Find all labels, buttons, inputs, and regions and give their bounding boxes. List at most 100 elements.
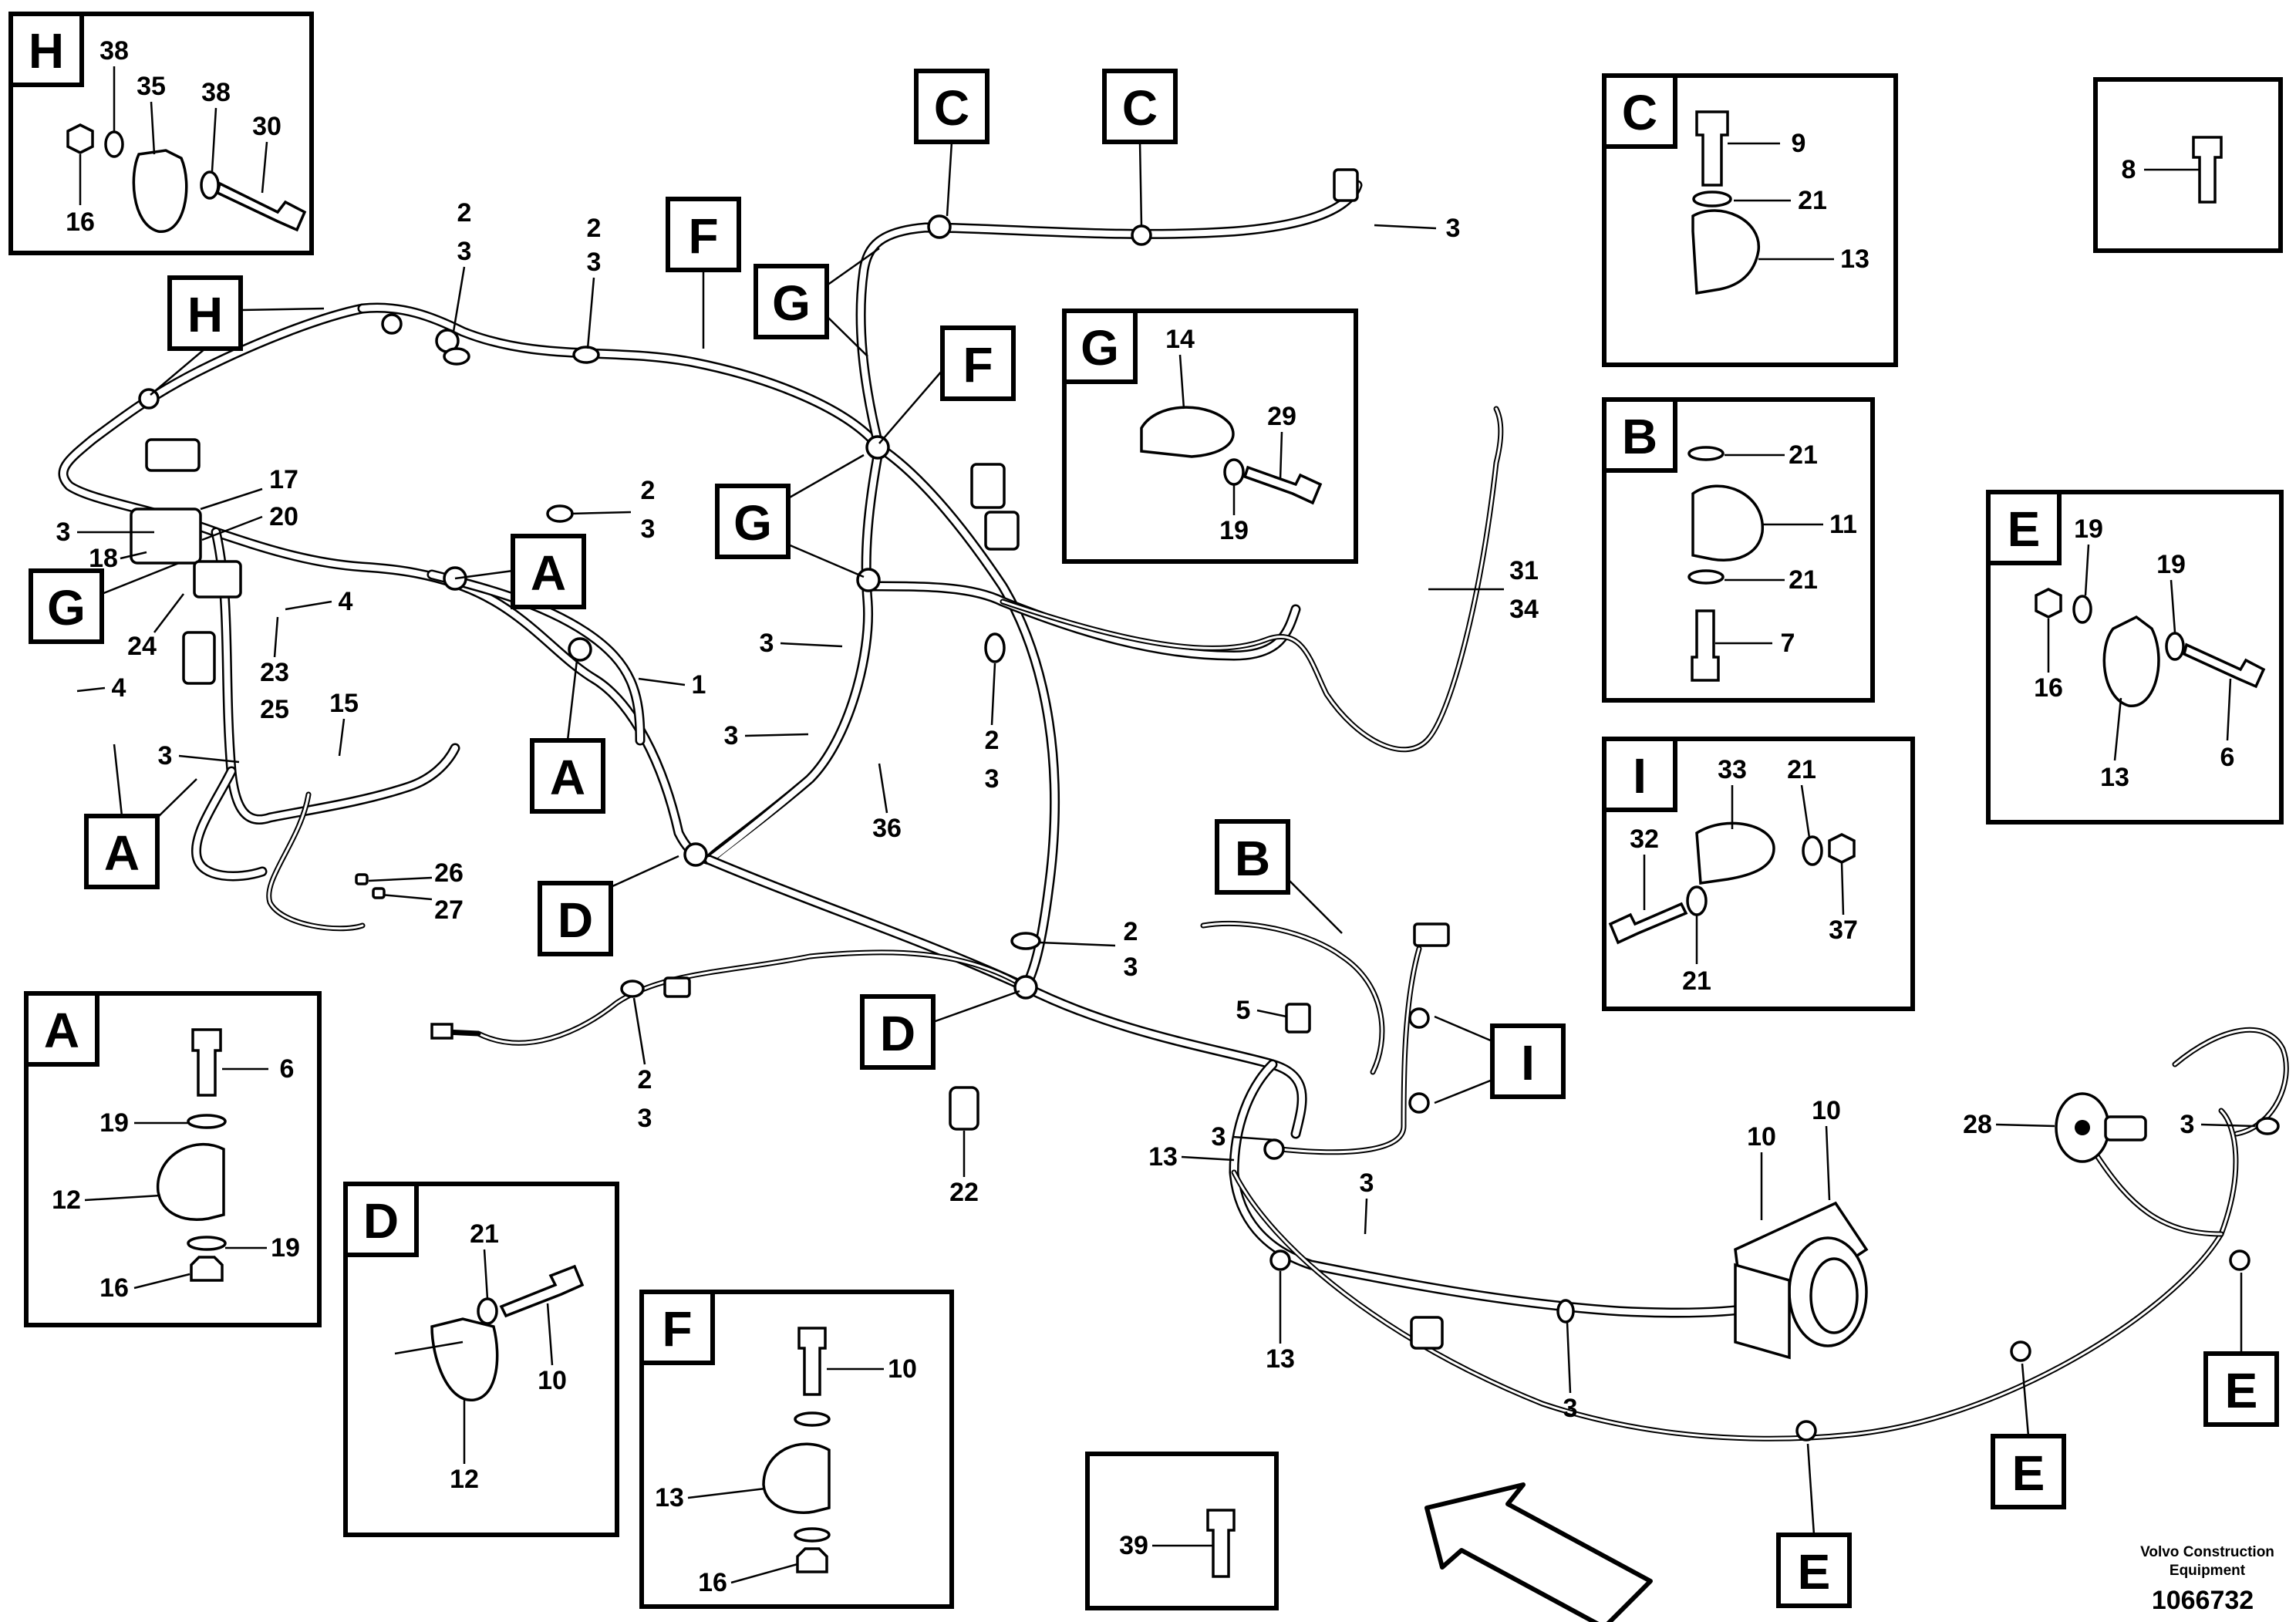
washer-icon bbox=[187, 1236, 227, 1251]
cable-tie-icon bbox=[984, 632, 1006, 663]
view-tag-a: A bbox=[104, 825, 140, 881]
callout-22: 22 bbox=[949, 1178, 979, 1207]
callout-2: 2 bbox=[457, 198, 472, 228]
callout-10: 10 bbox=[538, 1366, 567, 1395]
view-tag-g: G bbox=[772, 275, 811, 331]
detail-box-a: A 6 19 12 19 16 bbox=[24, 991, 322, 1327]
cable-tie-icon bbox=[572, 346, 600, 364]
washer-icon bbox=[1223, 458, 1245, 486]
document-number: 1066732 bbox=[2152, 1586, 2254, 1615]
callout-23: 23 bbox=[260, 658, 289, 687]
temperature-sensor-icon bbox=[430, 1023, 453, 1040]
bolt-icon bbox=[797, 1327, 827, 1396]
callout-11: 11 bbox=[1829, 510, 1857, 539]
callout-39: 39 bbox=[1119, 1531, 1148, 1560]
callout-33: 33 bbox=[1718, 755, 1747, 784]
callout-3: 3 bbox=[158, 741, 173, 771]
washer-icon bbox=[1687, 446, 1725, 461]
brand-line-2: Equipment bbox=[2170, 1563, 2246, 1579]
washer-icon bbox=[794, 1411, 831, 1427]
callout-3: 3 bbox=[457, 237, 472, 266]
callout-13: 13 bbox=[1840, 244, 1870, 274]
cable-tie-icon bbox=[620, 980, 645, 998]
callout-21: 21 bbox=[1798, 186, 1827, 215]
callout-34: 34 bbox=[1509, 595, 1539, 624]
callout-10: 10 bbox=[1812, 1096, 1841, 1125]
washer-icon bbox=[104, 130, 124, 158]
main-callouts: 2 3 2 3 17 20 3 18 2 3 4 24 23 25 4 15 3… bbox=[56, 198, 2256, 1423]
p-clip-icon bbox=[568, 637, 592, 662]
washer-icon bbox=[200, 170, 220, 200]
cable-tie-icon bbox=[1556, 1299, 1575, 1324]
p-clip-icon bbox=[1795, 1420, 1817, 1442]
cable-tie-icon bbox=[2255, 1117, 2280, 1135]
callout-10: 10 bbox=[888, 1354, 917, 1384]
callout-13: 13 bbox=[1148, 1142, 1178, 1172]
detail-box-i: I 33 21 32 37 21 bbox=[1602, 737, 1915, 1011]
cable-tie-icon bbox=[443, 347, 470, 366]
callout-9: 9 bbox=[1792, 129, 1806, 158]
view-tag-d: D bbox=[880, 1006, 915, 1061]
connector-icon bbox=[1410, 1316, 1444, 1350]
callout-14: 14 bbox=[1165, 325, 1195, 354]
p-clip-icon bbox=[1013, 975, 1038, 1000]
switch-icon bbox=[2055, 1092, 2147, 1163]
view-tag-e: E bbox=[1798, 1544, 1831, 1600]
brand-line-1: Volvo Construction bbox=[2140, 1544, 2274, 1560]
washer-icon bbox=[1802, 835, 1823, 866]
bolt-icon bbox=[1206, 1509, 1236, 1578]
connector-icon bbox=[663, 976, 691, 998]
washer-icon bbox=[1687, 569, 1725, 585]
bolt-icon bbox=[1242, 465, 1323, 505]
detail-box-a-letter: A bbox=[44, 1003, 79, 1058]
callout-37: 37 bbox=[1829, 916, 1858, 945]
bolt-icon bbox=[215, 181, 307, 232]
p-clip-icon bbox=[1408, 1092, 1430, 1114]
clamp-icon bbox=[157, 1142, 225, 1221]
clamp-icon bbox=[2102, 615, 2160, 707]
callout-2: 2 bbox=[641, 476, 656, 505]
callout-3: 3 bbox=[1446, 214, 1461, 243]
callout-27: 27 bbox=[434, 895, 464, 925]
detail-box-d-letter: D bbox=[363, 1193, 399, 1249]
callout-4: 4 bbox=[112, 673, 126, 703]
callout-35: 35 bbox=[137, 72, 166, 101]
view-tag-e: E bbox=[2225, 1363, 2258, 1418]
callout-31: 31 bbox=[1509, 556, 1539, 585]
bolt-icon bbox=[1608, 902, 1688, 945]
horn-icon bbox=[1734, 1201, 1869, 1360]
washer-icon bbox=[794, 1527, 831, 1543]
washer-icon bbox=[477, 1297, 498, 1325]
connector-icon bbox=[1333, 168, 1359, 202]
callout-4: 4 bbox=[339, 587, 353, 616]
cable-tie-icon bbox=[546, 504, 574, 523]
detail-box-bolt39: 39 bbox=[1085, 1452, 1279, 1610]
p-clip-icon bbox=[683, 842, 708, 867]
washer-icon bbox=[1686, 885, 1708, 916]
callout-15: 15 bbox=[329, 689, 359, 718]
callout-10: 10 bbox=[1747, 1122, 1776, 1152]
callout-3: 3 bbox=[2180, 1110, 2195, 1139]
screw-icon bbox=[372, 887, 386, 899]
callout-16: 16 bbox=[2034, 673, 2063, 703]
detail-box-c-letter: C bbox=[1622, 85, 1657, 140]
clamp-icon bbox=[1140, 406, 1235, 458]
view-tag-b: B bbox=[1235, 831, 1270, 886]
callout-21: 21 bbox=[470, 1219, 499, 1249]
p-clip-icon bbox=[2229, 1249, 2250, 1271]
clamp-icon bbox=[1691, 484, 1764, 561]
callout-12: 12 bbox=[52, 1185, 81, 1215]
detail-box-h: H 38 35 38 30 16 bbox=[8, 12, 314, 255]
view-tags: H G A A A D C C F F G G bbox=[29, 69, 2279, 1608]
callout-3: 3 bbox=[1124, 953, 1138, 982]
wiring-harness bbox=[58, 180, 2289, 1442]
callout-3: 3 bbox=[587, 248, 602, 277]
callout-3: 3 bbox=[724, 721, 739, 750]
callout-16: 16 bbox=[66, 207, 95, 237]
callout-16: 16 bbox=[99, 1273, 129, 1303]
nut-icon bbox=[1828, 833, 1856, 864]
view-tag-i: I bbox=[1521, 1035, 1535, 1091]
bolt-icon bbox=[1695, 110, 1729, 187]
components bbox=[130, 168, 2147, 1360]
